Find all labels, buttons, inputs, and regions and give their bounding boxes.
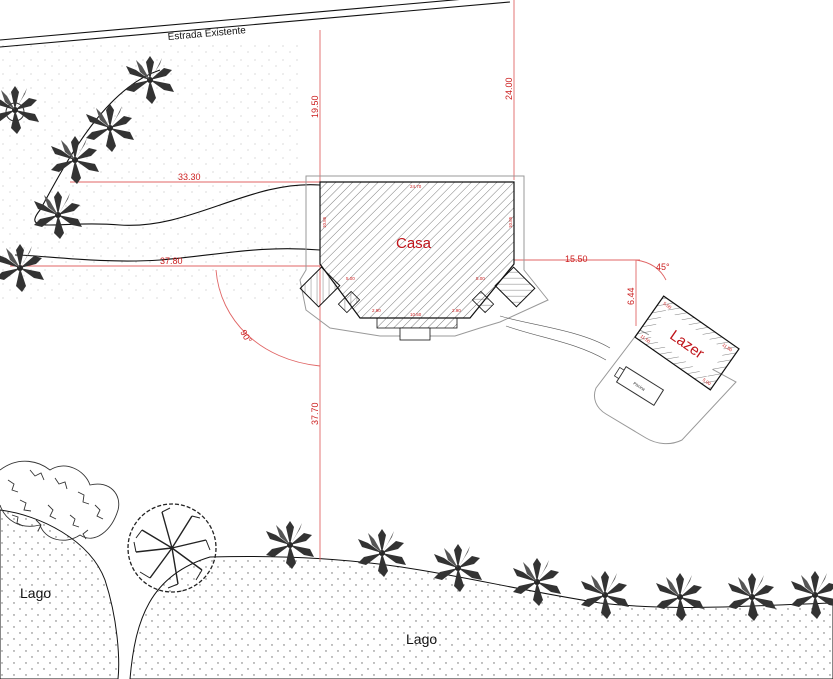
shrub-cluster — [0, 460, 120, 541]
lazer-dim-d: 5.00 — [702, 377, 712, 386]
dim-west-bottom: 37.80 — [160, 256, 183, 266]
vegetation — [0, 56, 833, 621]
dim-angle-right: 45° — [656, 262, 670, 272]
house-dim-top: 24.70 — [410, 184, 422, 189]
house-entry-steps — [376, 317, 458, 329]
lake-left — [0, 509, 120, 679]
lazer-dim-c: 11.50 — [639, 334, 651, 345]
garden-path — [499, 315, 611, 361]
pool-terrace — [593, 329, 737, 445]
house-dim-wing-small-left: 2.90 — [372, 308, 381, 313]
house-label: Casa — [396, 235, 432, 252]
dim-north-left: 19.50 — [310, 95, 320, 118]
lazer-dim-b: 11.50 — [721, 342, 733, 353]
house-body — [319, 181, 515, 319]
pool-steps — [613, 366, 625, 380]
house: Casa 24.70 10.85 10.85 10.50 5.00 5.00 2… — [299, 175, 549, 341]
dim-angle-left: 90° — [238, 328, 254, 345]
pool-label: Piscina — [632, 381, 646, 392]
pool-area: Piscina — [593, 329, 737, 445]
dim-south: 37.70 — [310, 402, 320, 425]
house-right-wing — [494, 266, 536, 308]
dim-north-right: 24.00 — [504, 77, 514, 100]
lazer-dim-a: 5.00 — [662, 301, 672, 310]
house-dim-bottom: 10.50 — [410, 312, 422, 317]
dimension-lines — [10, 0, 667, 560]
driveway — [14, 69, 321, 262]
house-entry — [399, 327, 431, 341]
lake-bottom — [129, 555, 833, 679]
lake-bottom-label: Lago — [406, 631, 437, 647]
dim-west-top: 33.30 — [178, 172, 201, 182]
house-dim-left: 10.85 — [322, 216, 327, 228]
round-tree — [127, 503, 217, 593]
house-right-stair — [471, 290, 495, 314]
house-outline — [299, 175, 549, 337]
house-dim-right: 10.85 — [508, 216, 513, 228]
house-left-wing — [299, 266, 341, 308]
dim-lazer-offset: 6.44 — [626, 287, 636, 305]
lake-left-label: Lago — [20, 585, 51, 601]
lazer-building: Lazer 5.00 11.50 11.50 5.00 — [634, 295, 740, 391]
house-dim-wing-right: 5.00 — [476, 276, 485, 281]
house-dim-wing-small-right: 2.90 — [452, 308, 461, 313]
palm-tree — [0, 86, 39, 134]
existing-road: Estrada Existente — [0, 0, 511, 48]
dim-east: 15.50 — [565, 254, 588, 264]
house-dim-wing-left: 5.00 — [346, 276, 355, 281]
house-left-stair — [337, 290, 361, 314]
